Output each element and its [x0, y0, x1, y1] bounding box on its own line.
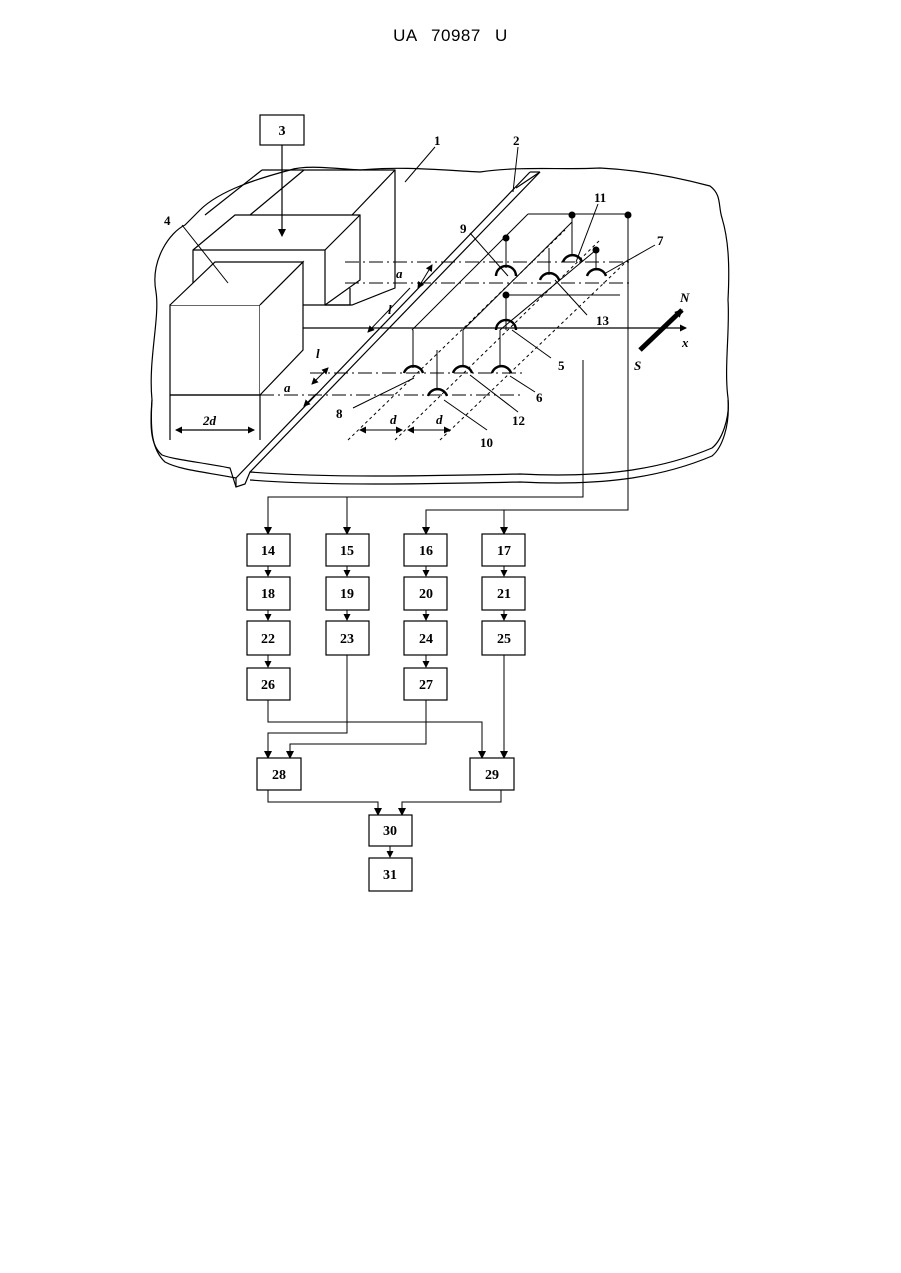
ref-label-10: 10 — [480, 435, 493, 450]
ref-label-2: 2 — [513, 133, 520, 148]
junction-dots — [503, 212, 632, 299]
ref-label-13: 13 — [596, 313, 610, 328]
block-16-label: 16 — [419, 544, 433, 559]
block-22-label: 22 — [261, 632, 275, 647]
ref-label-5: 5 — [558, 358, 565, 373]
ref-label-11: 11 — [594, 190, 606, 205]
axis-label-x: x — [681, 335, 689, 350]
dim-label-l-top: l — [388, 302, 392, 317]
block-3-label: 3 — [279, 124, 286, 139]
dim-label-2d: 2d — [202, 413, 217, 428]
sensor-posts — [413, 215, 620, 388]
block-18-label: 18 — [261, 587, 275, 602]
block-15-label: 15 — [340, 544, 354, 559]
block-28-label: 28 — [272, 768, 286, 783]
north-arrow — [640, 310, 682, 350]
compass-label-n: N — [679, 290, 690, 305]
block-23-label: 23 — [340, 632, 354, 647]
chain-arrows — [268, 566, 504, 667]
block-17-label: 17 — [497, 544, 511, 559]
ref-label-4: 4 — [164, 213, 171, 228]
block-19-label: 19 — [340, 587, 354, 602]
dim-label-a-top: a — [396, 266, 403, 281]
block-26-label: 26 — [261, 678, 275, 693]
ref-label-6: 6 — [536, 390, 543, 405]
block-14-label: 14 — [261, 544, 275, 559]
block-25-label: 25 — [497, 632, 511, 647]
dim-label-d-left: d — [390, 412, 397, 427]
ref-label-12: 12 — [512, 413, 525, 428]
dim-label-l-bottom: l — [316, 346, 320, 361]
dim-label-a-bottom: a — [284, 380, 291, 395]
block-24-label: 24 — [419, 632, 433, 647]
block-31-label: 31 — [383, 868, 397, 883]
ref-label-9: 9 — [460, 221, 467, 236]
block-20-label: 20 — [419, 587, 433, 602]
block-21-label: 21 — [497, 587, 511, 602]
block-30-label: 30 — [383, 824, 397, 839]
ref-label-7: 7 — [657, 233, 664, 248]
ref-label-8: 8 — [336, 406, 343, 421]
block-27-label: 27 — [419, 678, 433, 693]
compass-label-s: S — [634, 358, 641, 373]
dim-label-d-right: d — [436, 412, 443, 427]
block-29-label: 29 — [485, 768, 499, 783]
front-box — [170, 262, 303, 395]
ref-label-1: 1 — [434, 133, 441, 148]
